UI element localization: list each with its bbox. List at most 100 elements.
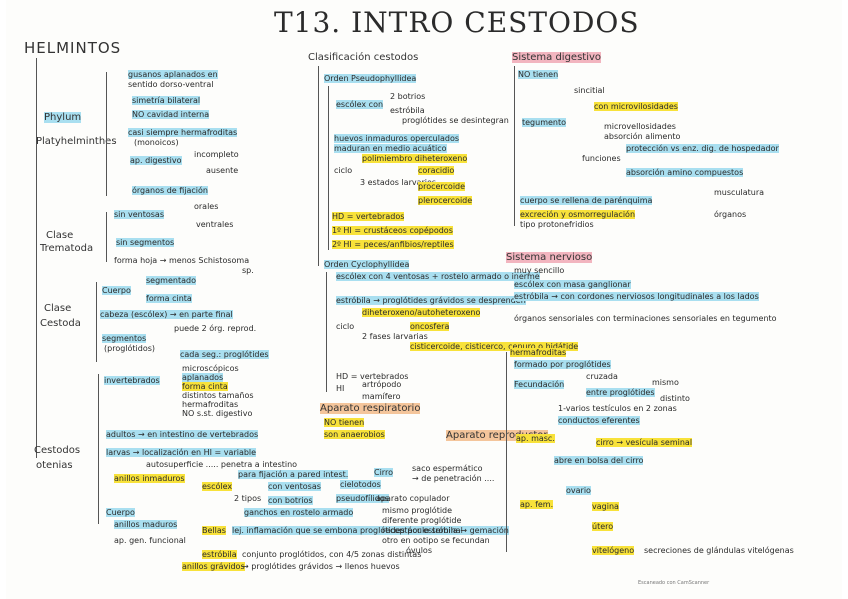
repro-item: cruzada [586, 372, 618, 381]
masc-item: cirro → vesícula seminal [596, 438, 693, 447]
trematoda-item: forma hoja → menos Schistosoma [114, 256, 250, 265]
dig-item: microvellosidades [604, 122, 676, 131]
nerv-item: estróbila → con cordones nerviosos longi… [514, 292, 759, 301]
cestodos-label: Cestodos [34, 445, 81, 456]
fem-item: vagina [592, 502, 619, 511]
cyclo-item: estróbila → proglótides grávidos se desp… [336, 296, 526, 305]
repro-item: hermafroditas [510, 348, 567, 357]
cestodos-item: pseudofílidos [336, 494, 389, 503]
pseudo-item: procercoide [418, 182, 466, 191]
fem-item: secreciones de glándulas vitelógenas [644, 546, 794, 555]
repro-item: distinto [660, 394, 690, 403]
cestodos-item: distintos tamaños [182, 391, 254, 400]
repro-item: receptáculo seminal [382, 526, 463, 535]
divider [328, 86, 329, 250]
cestodos-item: larvas → localización en HI = variable [106, 448, 257, 457]
dig-item: funciones [582, 154, 621, 163]
dig-item: sincitial [574, 86, 605, 95]
cestodos-item: Bellas [202, 526, 226, 535]
clase-label: Clase [46, 230, 74, 241]
masc-item: abre en bolsa del cirro [554, 456, 644, 465]
trematoda-item: sin segmentos [116, 238, 175, 247]
phylum-item: ap. digestivo [130, 156, 182, 165]
cyclo-item: 2 fases larvarias [362, 332, 428, 341]
cestodos-item: cielotodos [340, 480, 381, 489]
repro-item: diferente proglótide [382, 516, 462, 525]
dig-item: tipo protonefridios [520, 220, 594, 229]
orden-pseudophyllidea: Orden Pseudophyllidea [324, 74, 417, 83]
repro-item: Cirro [374, 468, 393, 477]
trematoda-item: ventrales [196, 220, 234, 229]
digestivo-header: Sistema digestivo [512, 52, 602, 63]
ap-fem-label: ap. fem. [520, 500, 554, 509]
pseudo-item: maduran en medio acuático [334, 144, 447, 153]
phylum-label: Phylum [44, 112, 82, 123]
divider [514, 66, 515, 226]
repro-item: Fecundación [514, 380, 565, 389]
phylum-item: órganos de fijación [132, 186, 208, 195]
cestoda-item: segmentos [102, 334, 147, 343]
cyclo-item: diheteroxeno/autoheteroxeno [362, 308, 481, 317]
divider [106, 212, 107, 262]
cestodos-item: con ventosas [268, 482, 321, 491]
platyhelminthes-label: Platyhelminthes [36, 136, 117, 147]
cyclo-item: artrópodo [362, 380, 402, 389]
repro-item: otro en ootipo se fecundan [382, 536, 490, 545]
cestoda-item: cabeza (escólex) → en parte final [100, 310, 233, 319]
cestodos-item: hermafroditas [182, 400, 239, 409]
dig-item: cuerpo se rellena de parénquima [520, 196, 653, 205]
cestodos-item: escólex [202, 482, 233, 491]
trematoda-item: orales [194, 202, 219, 211]
cyclo-item: escólex con 4 ventosas + rostelo armado … [336, 272, 540, 281]
divider [506, 352, 507, 552]
fem-item: útero [592, 522, 614, 531]
phylum-item: casi siempre hermafroditas [128, 128, 238, 137]
resp-item: NO tienen [324, 418, 365, 427]
divider [318, 66, 319, 266]
cyclo-item: oncosfera [410, 322, 450, 331]
dig-item: NO tienen [518, 70, 559, 79]
respiratorio-header: Aparato respiratorio [320, 403, 421, 414]
dig-item: absorción alimento [604, 132, 681, 141]
repro-item: → de penetración .... [412, 474, 495, 483]
pseudo-item: polimiembro diheteroxeno [362, 154, 468, 163]
cestodos-item: NO s.st. digestivo [182, 409, 253, 418]
notes-sheet: T13. INTRO CESTODOS HELMINTOS Phylum Pla… [6, 0, 842, 599]
repro-item: óvulos [406, 546, 432, 555]
pseudo-item: 2 botrios [390, 92, 426, 101]
phylum-item: NO cavidad interna [132, 110, 210, 119]
pseudo-item: plerocercoide [418, 196, 473, 205]
cestodos-item: ap. gen. funcional [114, 536, 186, 545]
phylum-item: simetría bilateral [132, 96, 201, 105]
cestoda-item: forma cinta [146, 294, 192, 303]
pseudo-item: ciclo [334, 166, 353, 175]
repro-item: aparato copulador [376, 494, 450, 503]
repro-item: mismo proglótide [382, 506, 453, 515]
trematoda-item: sp. [242, 266, 254, 275]
cestodos-item: aplanados [182, 373, 224, 382]
page-title: T13. INTRO CESTODOS [274, 6, 640, 39]
cestodos-item: adultos → en intestino de vertebrados [106, 430, 259, 439]
dig-item: absorción amino compuestos [626, 168, 744, 177]
cyclo-item: mamífero [362, 392, 401, 401]
divider [36, 58, 37, 458]
nerv-item: muy sencillo [514, 266, 565, 275]
cestodos-item: estróbila [202, 550, 237, 559]
repro-item: formado por proglótides [514, 360, 611, 369]
divider [326, 272, 327, 392]
cyclo-item: HI [336, 384, 345, 393]
repro-item: saco espermático [412, 464, 483, 473]
reproductor-header: Aparato reproductor [446, 430, 548, 441]
cestoda-item: puede 2 órg. reprod. [174, 324, 257, 333]
nerv-item: órganos sensoriales con terminaciones se… [514, 314, 777, 323]
cestodos-item: para fijación a pared intest. [238, 470, 349, 479]
cestodos-item: anillos inmaduros [114, 474, 185, 483]
divider [98, 374, 99, 524]
pseudo-item: HD = vertebrados [332, 212, 405, 221]
nervioso-header: Sistema nervioso [506, 252, 593, 263]
cestodos-item: conjunto proglótidos, con 4/5 zonas dist… [242, 550, 422, 559]
divider [106, 72, 107, 196]
cestodos-item: forma cinta [182, 382, 228, 391]
cestodos-item: invertebrados [104, 376, 160, 385]
clase-label: Clase [44, 303, 72, 314]
